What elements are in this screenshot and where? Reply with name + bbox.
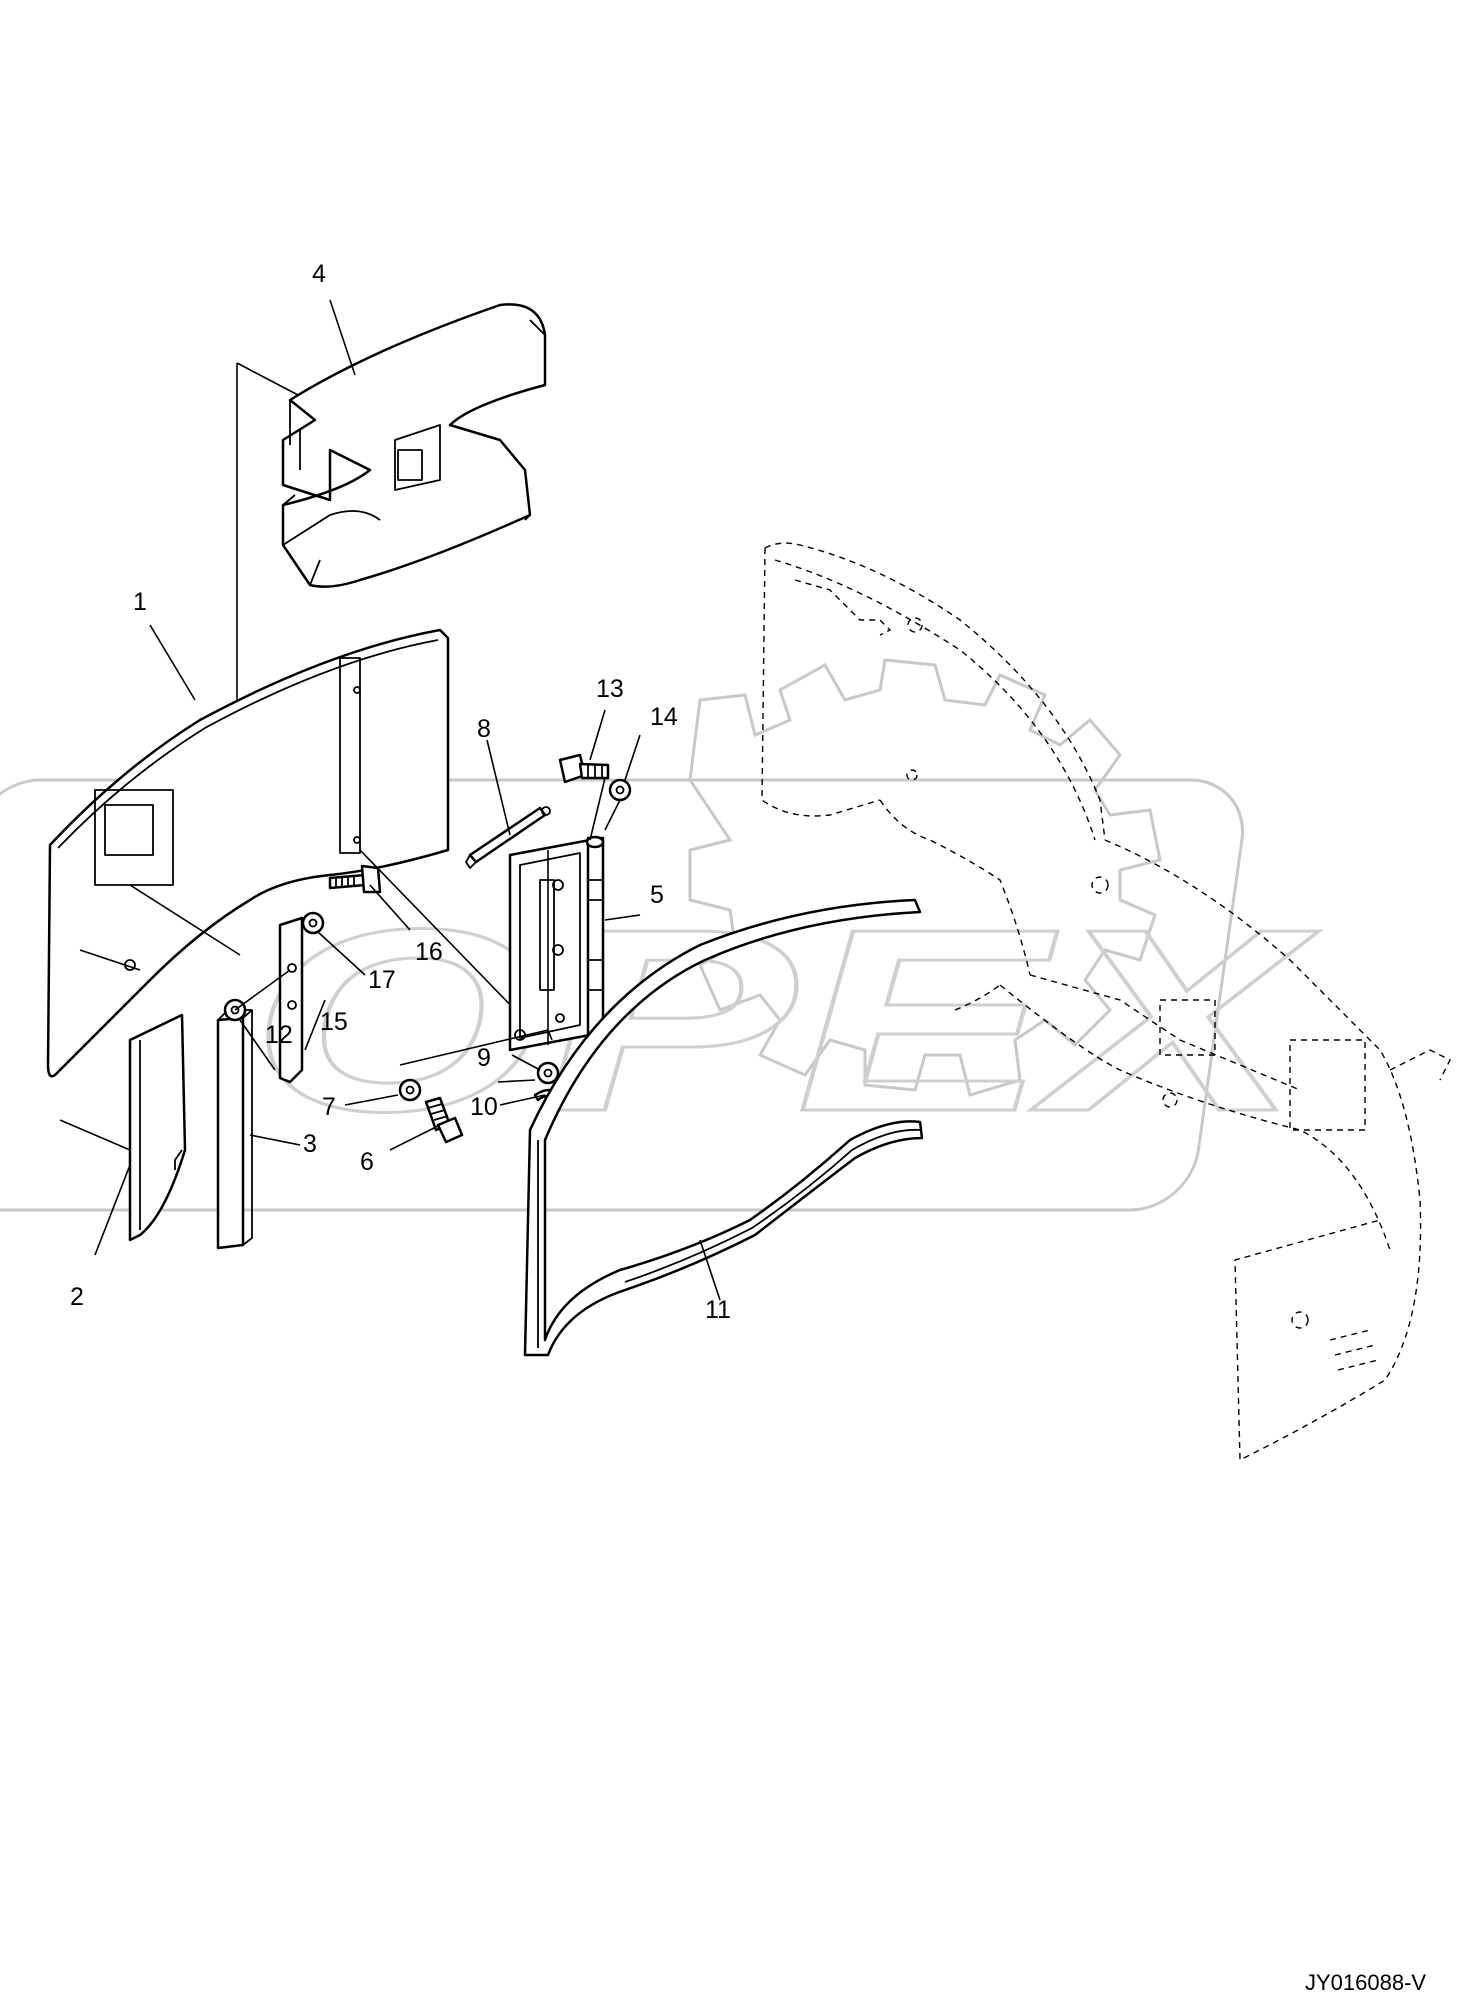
callout-9: 9 [477,1044,491,1072]
leader-11 [699,1239,721,1301]
part-17-washer [301,911,325,935]
part-3-rubber-bar [216,1009,253,1250]
part-7-washer [398,1078,422,1102]
leader-8 [486,739,511,836]
leader-3 [249,1134,301,1146]
assembly-line-10 [497,1079,536,1083]
leader-7 [344,1094,399,1106]
callout-13: 13 [596,675,624,703]
assembly-line-13-5 [589,777,606,841]
callout-11: 11 [705,1296,731,1324]
watermark-gear [688,658,1162,1097]
callout-15: 15 [320,1008,348,1036]
leader-15 [304,999,326,1051]
callout-1: 1 [133,588,147,616]
callout-10: 10 [470,1093,498,1121]
callout-14: 14 [650,703,678,731]
reference-code: JY016088-V [1305,1970,1426,1995]
leader-14 [604,734,641,831]
leader-6 [389,1124,441,1151]
machine-body-outline [761,542,1451,1462]
callout-16: 16 [415,938,443,966]
part-9-washer [536,1061,560,1085]
leader-16 [369,884,411,931]
callout-7: 7 [322,1093,336,1121]
part-13-bolt [558,753,610,784]
leader-10 [499,1094,546,1106]
part-16-bolt [328,864,382,894]
leader-12 [234,969,291,1071]
assembly-line-5-9 [399,850,553,1066]
part-14-washer [608,778,632,802]
callout-8: 8 [477,715,491,743]
leader-5 [604,914,641,921]
leader-1 [149,624,196,701]
callout-4: 4 [312,260,326,288]
leader-2 [94,1164,131,1256]
callout-5: 5 [650,881,664,909]
part-11-door-seal [523,898,924,1357]
callout-12: 12 [265,1021,293,1049]
part-2-seal-strip [128,1013,187,1242]
leader-17 [317,931,366,976]
part-8-hinge-pin [465,806,551,869]
leader-4 [329,299,356,376]
callout-3: 3 [303,1130,317,1158]
assembly-line-1-2 [59,949,141,1151]
leader-13 [589,709,606,761]
assembly-line-1-12 [129,884,241,956]
callout-17: 17 [368,966,396,994]
part-15-bracket [278,916,304,1084]
assembly-line-1-5 [359,849,521,1016]
leader-9 [511,1054,541,1071]
part-5-hinge [508,835,605,1052]
part-6-bolt [424,1096,464,1144]
part-1-door-panel [46,628,450,1078]
callout-6: 6 [360,1148,374,1176]
callout-2: 2 [70,1283,84,1311]
part-4-emblem [281,303,547,588]
